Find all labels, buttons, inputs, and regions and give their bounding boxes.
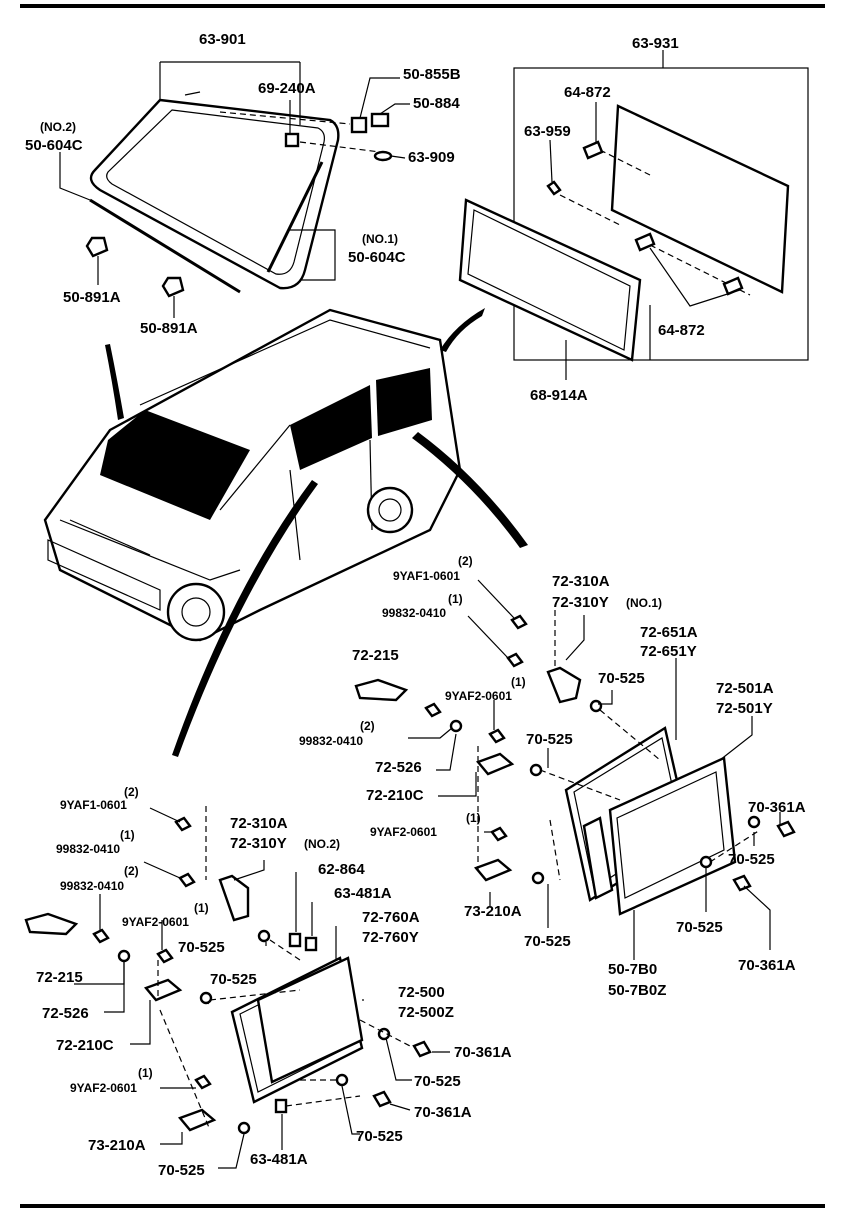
label-r-9yaf1: 9YAF1-0601 — [393, 569, 460, 583]
label-b-9yaf2b: 9YAF2-0601 — [70, 1081, 137, 1095]
label-r-9yaf2: 9YAF2-0601 — [445, 689, 512, 703]
leader-50-604c-no1 — [290, 229, 336, 281]
label-r-9yaf2b: 9YAF2-0601 — [370, 825, 437, 839]
label-r-70-525-c: 70-525 — [728, 851, 775, 868]
label-r-72-526: 72-526 — [375, 759, 422, 776]
quarter-glass-assembly — [458, 67, 809, 362]
windshield-assembly — [85, 91, 393, 298]
label-b-9yaf1-qty: (2) — [124, 785, 139, 799]
label-68-914a: 68-914A — [530, 387, 588, 404]
label-b-72-760a: 72-760A — [362, 909, 420, 926]
label-no2-top: (NO.2) — [40, 120, 76, 134]
label-b-70-361a-a: 70-361A — [454, 1044, 512, 1061]
label-50-891a-2: 50-891A — [140, 320, 198, 337]
label-64-872-top: 64-872 — [564, 84, 611, 101]
label-r-99832b-qty: (2) — [360, 719, 375, 733]
label-b-9yaf1: 9YAF1-0601 — [60, 798, 127, 812]
leader-50-855b — [359, 77, 400, 119]
label-b-72-760y: 72-760Y — [362, 929, 419, 946]
label-r-72-501a: 72-501A — [716, 680, 774, 697]
label-b-70-525-c: 70-525 — [414, 1073, 461, 1090]
label-b-99832-qty: (1) — [120, 828, 135, 842]
label-b-73-210a: 73-210A — [88, 1137, 146, 1154]
label-50-891a-1: 50-891A — [63, 289, 121, 306]
label-64-872-bottom: 64-872 — [658, 322, 705, 339]
vehicle-illustration — [43, 308, 462, 642]
label-50-855b: 50-855B — [403, 66, 461, 83]
label-r-70-525-a: 70-525 — [598, 670, 645, 687]
label-r-70-361a-b: 70-361A — [738, 957, 796, 974]
label-r-70-525-b: 70-525 — [526, 731, 573, 748]
label-r-9yaf2b-qty: (1) — [466, 811, 481, 825]
label-50-604c-no2: 50-604C — [25, 137, 83, 154]
arrow-to-quarter-glass — [440, 308, 485, 352]
label-b-63-481a: 63-481A — [334, 885, 392, 902]
label-b-72-310a: 72-310A — [230, 815, 288, 832]
label-b-70-525-d: 70-525 — [356, 1128, 403, 1145]
label-b-72-526: 72-526 — [42, 1005, 89, 1022]
label-b-9yaf2b-qty: (1) — [138, 1066, 153, 1080]
label-r-no1: (NO.1) — [626, 596, 662, 610]
label-63-901: 63-901 — [199, 31, 246, 48]
label-r-99832b: 99832-0410 — [299, 734, 363, 748]
label-b-72-210c: 72-210C — [56, 1037, 114, 1054]
label-r-72-210c: 72-210C — [366, 787, 424, 804]
label-r-72-310y: 72-310Y — [552, 594, 609, 611]
front-sliding-window-assembly — [24, 806, 432, 1135]
label-b-72-500: 72-500 — [398, 984, 445, 1001]
label-b-99832b-qty: (2) — [124, 864, 139, 878]
label-b-63-481a-b: 63-481A — [250, 1151, 308, 1168]
leader-63-909 — [390, 155, 406, 159]
label-r-72-310a: 72-310A — [552, 573, 610, 590]
arrow-to-windshield — [105, 344, 124, 420]
label-r-50-7b0z: 50-7B0Z — [608, 982, 666, 999]
label-b-70-525-b: 70-525 — [210, 971, 257, 988]
arrow-to-front-slide — [172, 480, 318, 757]
label-b-72-310y: 72-310Y — [230, 835, 287, 852]
label-r-70-361a-a: 70-361A — [748, 799, 806, 816]
label-r-72-215: 72-215 — [352, 647, 399, 664]
label-r-73-210a: 73-210A — [464, 903, 522, 920]
label-r-72-651y: 72-651Y — [640, 643, 697, 660]
rear-sliding-window-assembly — [354, 610, 796, 916]
label-r-9yaf1-qty: (2) — [458, 554, 473, 568]
label-b-70-525-e: 70-525 — [158, 1162, 205, 1179]
label-r-99832-qty: (1) — [448, 592, 463, 606]
label-b-62-864: 62-864 — [318, 861, 365, 878]
leader-64-872 — [649, 247, 741, 307]
label-50-884: 50-884 — [413, 95, 460, 112]
label-r-72-501y: 72-501Y — [716, 700, 773, 717]
leader-50-604c-no2 — [59, 152, 91, 201]
label-r-72-651a: 72-651A — [640, 624, 698, 641]
label-no1-top: (NO.1) — [362, 232, 398, 246]
label-r-70-525-d: 70-525 — [676, 919, 723, 936]
label-r-99832: 99832-0410 — [382, 606, 446, 620]
label-b-70-525-a: 70-525 — [178, 939, 225, 956]
label-63-909: 63-909 — [408, 149, 455, 166]
label-b-no2: (NO.2) — [304, 837, 340, 851]
label-b-72-215: 72-215 — [36, 969, 83, 986]
leader-50-884 — [379, 103, 410, 115]
arrow-to-rear-slide — [412, 432, 528, 548]
label-b-9yaf2-qty: (1) — [194, 901, 209, 915]
label-50-604c-no1: 50-604C — [348, 249, 406, 266]
label-b-99832b: 99832-0410 — [60, 879, 124, 893]
label-63-931: 63-931 — [632, 35, 679, 52]
label-69-240a: 69-240A — [258, 80, 316, 97]
label-r-50-7b0: 50-7B0 — [608, 961, 657, 978]
label-b-72-500z: 72-500Z — [398, 1004, 454, 1021]
label-r-9yaf2-qty: (1) — [511, 675, 526, 689]
label-b-9yaf2: 9YAF2-0601 — [122, 915, 189, 929]
label-r-70-525-e: 70-525 — [524, 933, 571, 950]
label-63-959: 63-959 — [524, 123, 571, 140]
label-b-70-361a-b: 70-361A — [414, 1104, 472, 1121]
label-b-99832: 99832-0410 — [56, 842, 120, 856]
